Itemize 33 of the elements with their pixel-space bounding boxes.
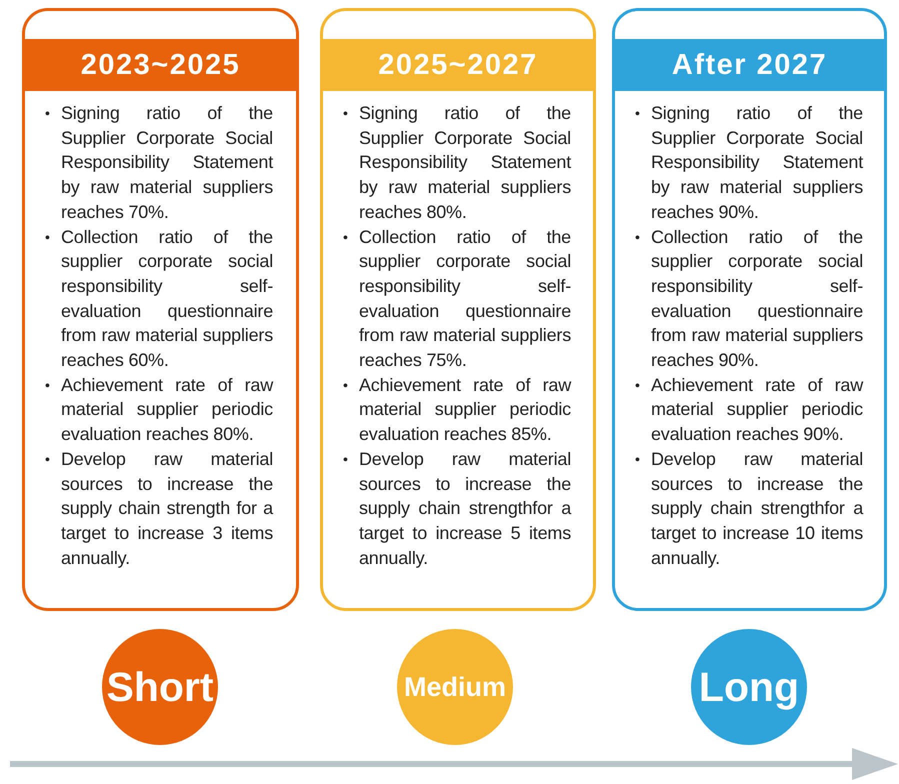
goal-card — [320, 8, 596, 611]
bullet-mark: • — [343, 450, 348, 469]
bullet-mark: • — [45, 376, 50, 395]
period-header: 2023~2025 — [22, 39, 299, 91]
bullet-item: Develop raw material sources to increase the supply chain strengthfor a target to increase 5 items annually. — [359, 448, 571, 568]
bullet-item: Achievement rate of raw material supplier periodic evaluation reaches 85%. — [359, 374, 571, 444]
bullet-mark: • — [343, 104, 348, 123]
goal-card — [22, 8, 299, 611]
term-circle: Medium — [397, 629, 513, 745]
period-header: After 2027 — [612, 39, 887, 91]
goal-card — [612, 8, 887, 611]
bullet-item: Signing ratio of the Supplier Corporate Social Responsibility Statement by raw material suppliers reaches 90%. — [651, 103, 863, 222]
period-header: 2025~2027 — [320, 39, 596, 91]
bullet-item: Collection ratio of the supplier corporate social responsibility self-evaluation questionnaire from raw material suppliers reaches 60%. — [61, 226, 273, 370]
bullet-mark: • — [45, 104, 50, 123]
bullet-mark: • — [635, 104, 640, 123]
bullet-mark: • — [635, 376, 640, 395]
term-circle: Short — [102, 629, 218, 745]
bullet-item: Achievement rate of raw material supplier periodic evaluation reaches 80%. — [61, 374, 273, 444]
bullet-item: Signing ratio of the Supplier Corporate Social Responsibility Statement by raw material suppliers reaches 70%. — [61, 103, 273, 222]
bullet-item: Develop raw material sources to increase the supply chain strength for a target to increase 3 items annually. — [61, 448, 273, 568]
term-circle: Long — [691, 629, 807, 745]
bullet-mark: • — [45, 228, 50, 247]
bullet-mark: • — [343, 228, 348, 247]
bullet-item: Collection ratio of the supplier corporate social responsibility self-evaluation questionnaire from raw material suppliers reaches 90%. — [651, 226, 863, 370]
bullet-mark: • — [45, 450, 50, 469]
bullet-item: Achievement rate of raw material supplier periodic evaluation reaches 90%. — [651, 374, 863, 444]
bullet-item: Signing ratio of the Supplier Corporate Social Responsibility Statement by raw material suppliers reaches 80%. — [359, 103, 571, 222]
bullet-mark: • — [635, 228, 640, 247]
bullet-mark: • — [635, 450, 640, 469]
bullet-item: Collection ratio of the supplier corporate social responsibility self-evaluation questionnaire from raw material suppliers reaches 75%. — [359, 226, 571, 370]
bullet-mark: • — [343, 376, 348, 395]
bullet-item: Develop raw material sources to increase the supply chain strengthfor a target to increase 10 items annually. — [651, 448, 863, 568]
